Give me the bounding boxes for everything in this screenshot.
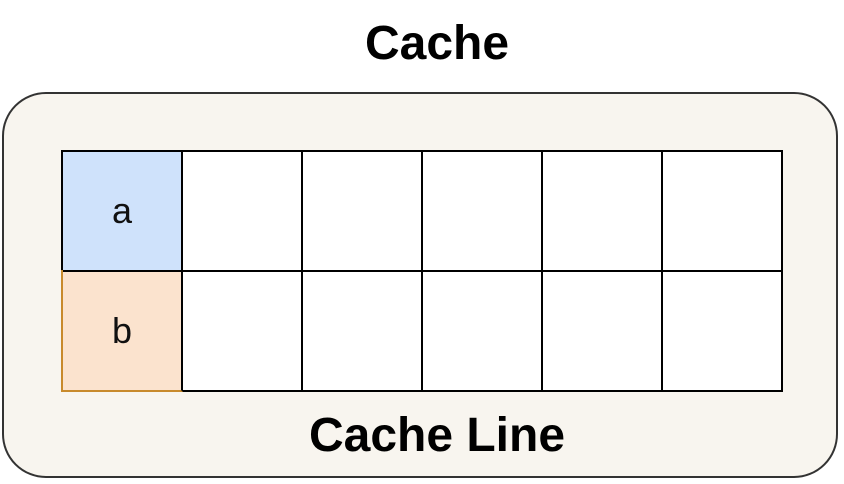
cache-cell [303, 272, 423, 392]
cache-cell [183, 272, 303, 392]
cache-cell [303, 152, 423, 272]
cache-cell [423, 152, 543, 272]
cache-cell-b: b [63, 272, 183, 392]
cache-cell [543, 272, 663, 392]
cache-cell [183, 152, 303, 272]
cache-cell [663, 152, 783, 272]
cache-grid: a b [61, 150, 783, 392]
cache-cell [543, 152, 663, 272]
cache-title: Cache [364, 17, 510, 70]
cache-cell [423, 272, 543, 392]
cell-b-border [61, 270, 63, 392]
cache-cell [663, 272, 783, 392]
cache-cell-a: a [63, 152, 183, 272]
cache-line-label: Cache Line [308, 409, 566, 462]
